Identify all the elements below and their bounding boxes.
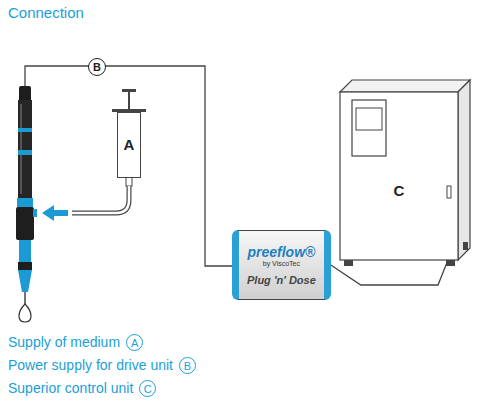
legend-text: Supply of medium: [8, 334, 120, 350]
node-subtext: Plug 'n' Dose: [247, 274, 316, 287]
cabinet-front: C: [340, 92, 458, 260]
node-label: preeflow®: [247, 244, 315, 260]
node-subtext: by ViscoTec: [263, 260, 300, 268]
controller-box: preeflow®by ViscoTecPlug 'n' Dose: [232, 230, 331, 300]
diagram-title: Connection: [8, 4, 84, 21]
power-cable: [25, 66, 236, 266]
syringe: [72, 89, 146, 213]
callout-letter: A: [126, 334, 143, 351]
dispenser: [16, 86, 37, 322]
callout-letter: C: [139, 380, 156, 397]
control-cabinet: [340, 80, 470, 266]
callout-letter: B: [88, 58, 106, 76]
node-label: A: [124, 136, 135, 153]
node-label: C: [394, 182, 405, 199]
legend-row: Superior control unit C: [8, 380, 156, 397]
signal-cable: [331, 260, 448, 285]
syringe-body: A: [117, 112, 141, 178]
feed-arrow: [42, 205, 68, 221]
callout-letter: B: [179, 357, 196, 374]
legend-text: Power supply for drive unit: [8, 357, 173, 373]
legend-row: Power supply for drive unit B: [8, 357, 196, 374]
legend-text: Superior control unit: [8, 380, 133, 396]
legend-row: Supply of medium A: [8, 334, 143, 351]
